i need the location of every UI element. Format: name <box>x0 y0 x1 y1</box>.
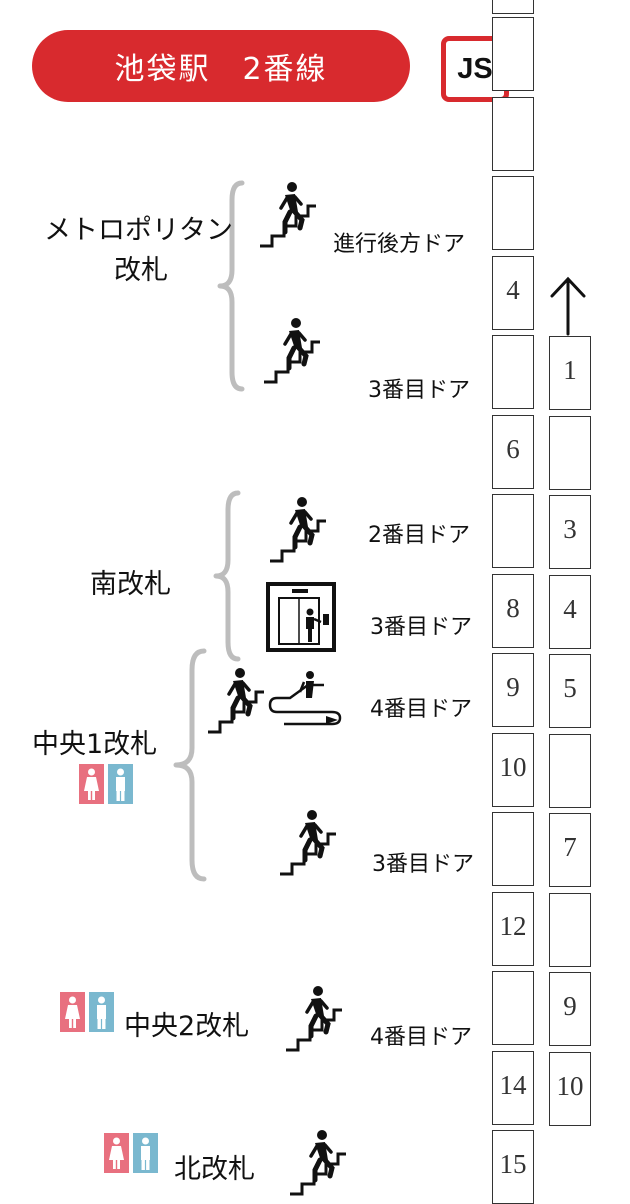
car-number: 14 <box>499 1069 527 1100</box>
gate-metropolitan-line2: 改札 <box>114 255 168 286</box>
gate-central2: 中央2改札 <box>124 1011 250 1042</box>
door-label-3: 2番目ドア <box>368 523 470 548</box>
train-car <box>492 335 534 409</box>
train-car: 4 <box>549 574 591 649</box>
gate-metropolitan-line1: メトロポリタン <box>44 215 233 246</box>
car-number: 10 <box>556 1070 584 1101</box>
line-badge-text: JS <box>457 53 493 85</box>
restroom-icon <box>60 992 114 1032</box>
train-car <box>549 415 591 490</box>
elevator-icon <box>266 582 336 652</box>
train-car: 14 <box>492 1050 534 1125</box>
car-number: 10 <box>499 751 527 782</box>
gate-central1: 中央1改札 <box>32 729 158 760</box>
train-car: 10 <box>492 732 534 807</box>
train-car: 7 <box>549 813 591 887</box>
arrow-up-icon <box>550 276 586 336</box>
restroom-icon <box>104 1133 158 1173</box>
train-car: 6 <box>492 414 534 489</box>
car-number: 8 <box>506 592 520 623</box>
stairs-up-icon <box>286 986 342 1052</box>
train-car: 10 <box>549 1051 591 1126</box>
car-number: 15 <box>499 1149 527 1179</box>
door-label-6: 3番目ドア <box>372 852 474 877</box>
page-title: 池袋駅 2番線 <box>32 30 410 102</box>
car-number: 4 <box>506 274 520 305</box>
gate-north: 北改札 <box>174 1154 255 1185</box>
car-number: 4 <box>563 593 577 624</box>
car-number: 1 <box>563 355 577 385</box>
door-label-2: 3番目ドア <box>368 378 470 403</box>
train-car <box>492 812 534 886</box>
train-car <box>492 17 534 91</box>
gate-south: 南改札 <box>90 569 171 600</box>
train-car <box>492 0 534 14</box>
brace-south <box>213 490 241 662</box>
stairs-up-icon <box>270 497 326 563</box>
brace-central1 <box>173 648 207 882</box>
car-number: 3 <box>563 514 577 544</box>
train-car: 1 <box>549 336 591 410</box>
train-car: 9 <box>549 972 591 1046</box>
car-number: 7 <box>563 832 577 862</box>
train-car <box>492 176 534 250</box>
door-label-4: 3番目ドア <box>370 615 472 640</box>
train-car: 3 <box>549 495 591 569</box>
stairs-up-icon <box>290 1130 346 1196</box>
car-number: 5 <box>563 673 577 703</box>
stairs-up-icon <box>260 182 316 248</box>
stairs-up-icon <box>280 810 336 876</box>
door-label-7: 4番目ドア <box>370 1025 472 1050</box>
door-label-1: 進行後方ドア <box>333 232 466 257</box>
stairs-up-icon <box>264 318 320 384</box>
car-number: 9 <box>563 991 577 1021</box>
door-label-5: 4番目ドア <box>370 697 472 722</box>
train-car: 9 <box>492 653 534 727</box>
train-car <box>492 971 534 1045</box>
train-car: 8 <box>492 573 534 648</box>
train-car: 15 <box>492 1130 534 1204</box>
brace-metropolitan <box>217 180 245 392</box>
car-number: 12 <box>499 910 527 941</box>
train-car: 5 <box>549 654 591 728</box>
train-car <box>549 892 591 967</box>
restroom-icon <box>79 764 133 804</box>
train-car <box>549 733 591 808</box>
car-number: 6 <box>506 433 520 464</box>
train-car: 12 <box>492 891 534 966</box>
train-car <box>492 96 534 171</box>
car-number: 9 <box>506 672 520 702</box>
train-car <box>492 494 534 568</box>
train-car: 4 <box>492 255 534 330</box>
stairs-up-icon <box>208 668 264 734</box>
page-title-text: 池袋駅 2番線 <box>114 52 328 87</box>
escalator-icon <box>268 671 342 726</box>
